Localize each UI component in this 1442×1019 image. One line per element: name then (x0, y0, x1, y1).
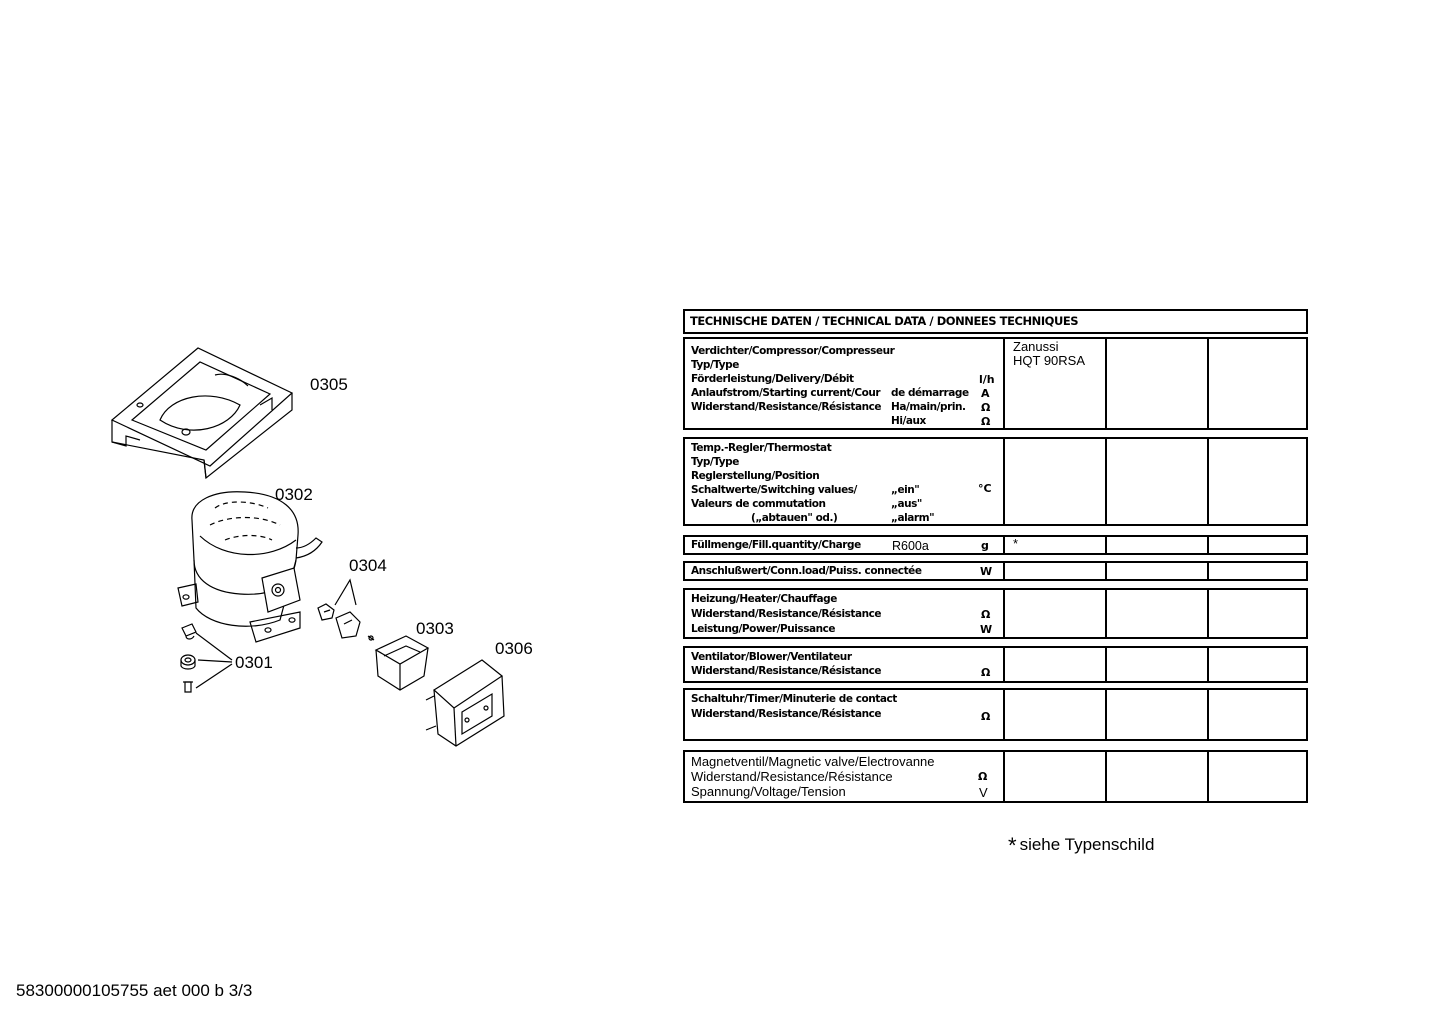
valve-label: Magnetventil/Magnetic valve/Electrovanne (691, 754, 935, 769)
relay-0304 (317, 578, 375, 641)
heater-power-unit: W (980, 623, 993, 636)
compressor-make-value: Zanussi (1013, 339, 1059, 354)
label-part-0305: 0305 (310, 375, 348, 394)
section-compressor: Verdichter/Compressor/Compresseur Typ/Ty… (683, 337, 1308, 430)
blower-resistance-label: Widerstand/Resistance/Résistance (691, 665, 882, 677)
timer-label: Schaltuhr/Timer/Minuterie de contact (691, 693, 897, 705)
blower-label: Ventilator/Blower/Ventilateur (691, 651, 852, 663)
charge-refrigerant-value: R600a (892, 539, 929, 553)
mounting-kit-0301 (180, 623, 233, 693)
thermostat-switching-off-label: „aus" (891, 498, 922, 510)
label-part-0304: 0304 (349, 556, 387, 575)
section-thermostat: Temp.-Regler/Thermostat Typ/Type Reglers… (683, 437, 1308, 526)
charge-unit: g (981, 539, 989, 552)
charge-value: * (1013, 536, 1019, 551)
thermostat-position-label: Reglerstellung/Position (691, 470, 820, 482)
label-part-0306: 0306 (495, 639, 533, 658)
compressor-model-value: HQT 90RSA (1013, 353, 1086, 368)
compressor-0302 (177, 491, 323, 643)
table-header: TECHNISCHE DATEN / TECHNICAL DATA / DONN… (683, 309, 1308, 334)
compressor-delivery-unit: l/h (979, 373, 995, 386)
base-tray-0305 (110, 347, 294, 480)
cover-cap-0303 (374, 635, 430, 691)
charge-label: Füllmenge/Fill.quantity/Charge (691, 539, 861, 551)
compressor-main-resistance-unit: Ω (981, 401, 991, 414)
heater-label: Heizung/Heater/Chauffage (691, 593, 837, 605)
heater-power-label: Leistung/Power/Puissance (691, 623, 836, 635)
heater-resistance-label: Widerstand/Resistance/Résistance (691, 608, 882, 620)
footnote: *siehe Typenschild (1008, 830, 1155, 858)
thermostat-label: Temp.-Regler/Thermostat (691, 442, 832, 454)
heater-resistance-unit: Ω (981, 608, 991, 621)
control-box-0306 (425, 659, 505, 747)
thermostat-valeurs-label: Valeurs de commutation (691, 498, 826, 510)
label-part-0302: 0302 (275, 485, 313, 504)
compressor-resistance-main-label: Ha/main/prin. (891, 401, 966, 413)
footnote-star: * (1008, 833, 1017, 858)
compressor-starting-current-label: Anlaufstrom/Starting current/Cour (691, 387, 881, 399)
thermostat-switching-on-label: „ein" (891, 484, 920, 496)
blower-resistance-unit: Ω (981, 666, 991, 679)
section-magnetic-valve: Magnetventil/Magnetic valve/Electrovanne… (683, 750, 1308, 803)
table-header-text: TECHNISCHE DATEN / TECHNICAL DATA / DONN… (690, 314, 1079, 328)
compressor-current-unit: A (981, 387, 990, 400)
compressor-aux-resistance-unit: Ω (981, 415, 991, 428)
connection-load-label: Anschlußwert/Conn.load/Puiss. connectée (691, 565, 922, 577)
valve-voltage-unit: V (979, 785, 988, 800)
compressor-resistance-label: Widerstand/Resistance/Résistance (691, 401, 882, 413)
connection-load-unit: W (980, 565, 993, 578)
compressor-label: Verdichter/Compressor/Compresseur (691, 345, 895, 357)
thermostat-defrost-label: („abtauen" od.) (751, 512, 838, 524)
section-connection-load: Anschlußwert/Conn.load/Puiss. connectée … (683, 561, 1308, 581)
exploded-parts-drawing (110, 347, 505, 747)
footnote-text: siehe Typenschild (1019, 835, 1155, 854)
thermostat-switching-label: Schaltwerte/Switching values/ (691, 484, 857, 496)
thermostat-temperature-unit: °C (978, 482, 992, 495)
compressor-delivery-label: Förderleistung/Delivery/Débit (691, 373, 854, 385)
label-part-0301: 0301 (235, 653, 273, 672)
label-part-0303: 0303 (416, 619, 454, 638)
thermostat-type-label: Typ/Type (691, 456, 739, 468)
section-blower: Ventilator/Blower/Ventilateur Widerstand… (683, 646, 1308, 683)
compressor-starting-current-label-b: de démarrage (891, 387, 969, 399)
valve-resistance-label: Widerstand/Resistance/Résistance (691, 769, 893, 784)
compressor-resistance-aux-label: Hi/aux (891, 415, 926, 427)
section-timer: Schaltuhr/Timer/Minuterie de contact Wid… (683, 688, 1308, 741)
valve-voltage-label: Spannung/Voltage/Tension (691, 784, 846, 799)
section-charge: Füllmenge/Fill.quantity/Charge R600a g * (683, 535, 1308, 555)
compressor-type-label: Typ/Type (691, 359, 739, 371)
valve-resistance-unit: Ω (978, 770, 988, 783)
document-reference: 58300000105755 aet 000 b 3/3 (16, 981, 253, 1000)
timer-resistance-label: Widerstand/Resistance/Résistance (691, 708, 882, 720)
section-heater: Heizung/Heater/Chauffage Widerstand/Resi… (683, 588, 1308, 639)
thermostat-alarm-label: „alarm" (891, 512, 935, 524)
timer-resistance-unit: Ω (981, 710, 991, 723)
